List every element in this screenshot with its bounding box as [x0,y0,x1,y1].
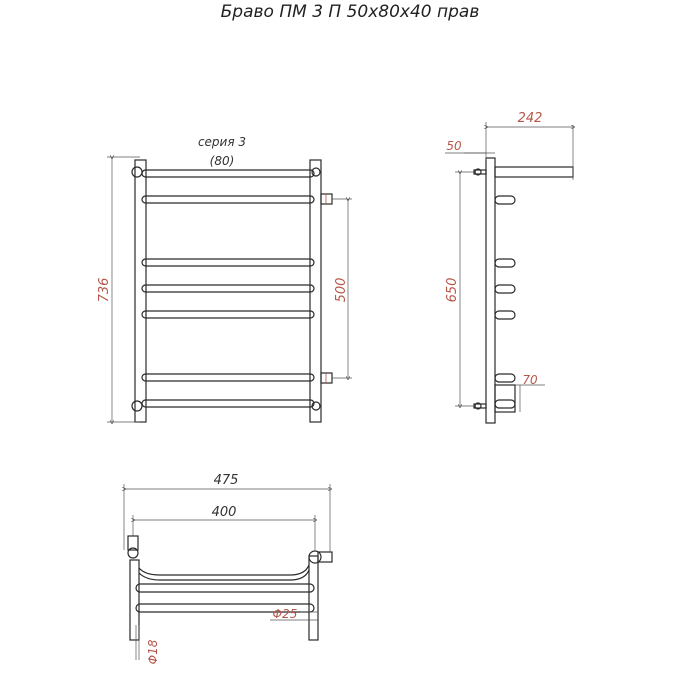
side-bottom-fitting [494,384,516,413]
top-right-post [308,555,319,641]
front-view [131,159,333,423]
lower-rail-2 [135,603,315,613]
bottom-dimension: 70 [522,373,538,387]
rung [141,258,315,267]
rungs [141,169,315,408]
side-dimensions [445,122,573,412]
drawing-title: Браво ПМ 3 П 50х80х40 прав [220,2,480,22]
bottom-fitting [320,372,333,384]
front-rail [138,564,310,576]
rung [141,310,315,319]
front-dimensions [107,157,352,422]
rung [141,169,315,178]
top-left-post [129,559,140,641]
rung [141,284,315,293]
top-dimensions [124,484,330,660]
rung [141,195,315,204]
left-bottom-cap [131,400,143,412]
side-rung-stubs [494,195,516,409]
left-top-cap [131,166,143,178]
top-fitting [320,193,333,205]
right-fitting-icon [308,550,322,564]
inner-width-dimension: 400 [212,505,237,520]
lower-rail-1 [135,583,315,593]
overall-width-dimension: 475 [214,473,239,488]
top-view [127,535,333,641]
side-post [485,157,496,424]
rung [141,399,315,408]
height-dimension: 736 [97,278,112,303]
left-post [134,159,147,423]
side-view [473,125,574,424]
top-rail [494,166,574,178]
rung-diameter-dimension: Φ18 [146,639,160,664]
rung [141,373,315,382]
mount-height-dimension: 650 [445,278,460,303]
depth-dimension: 242 [518,111,543,126]
right-top-cap [311,167,321,177]
left-fitting-icon [127,547,139,559]
right-bottom-cap [311,401,321,411]
connection-dimension: 500 [334,278,349,303]
wall-offset-dimension: 50 [446,139,462,153]
tube-diameter-dimension: Φ25 [273,607,298,621]
series-width-label: (80) [210,154,235,168]
series-label: серия 3 [198,135,246,149]
right-post [309,159,322,423]
